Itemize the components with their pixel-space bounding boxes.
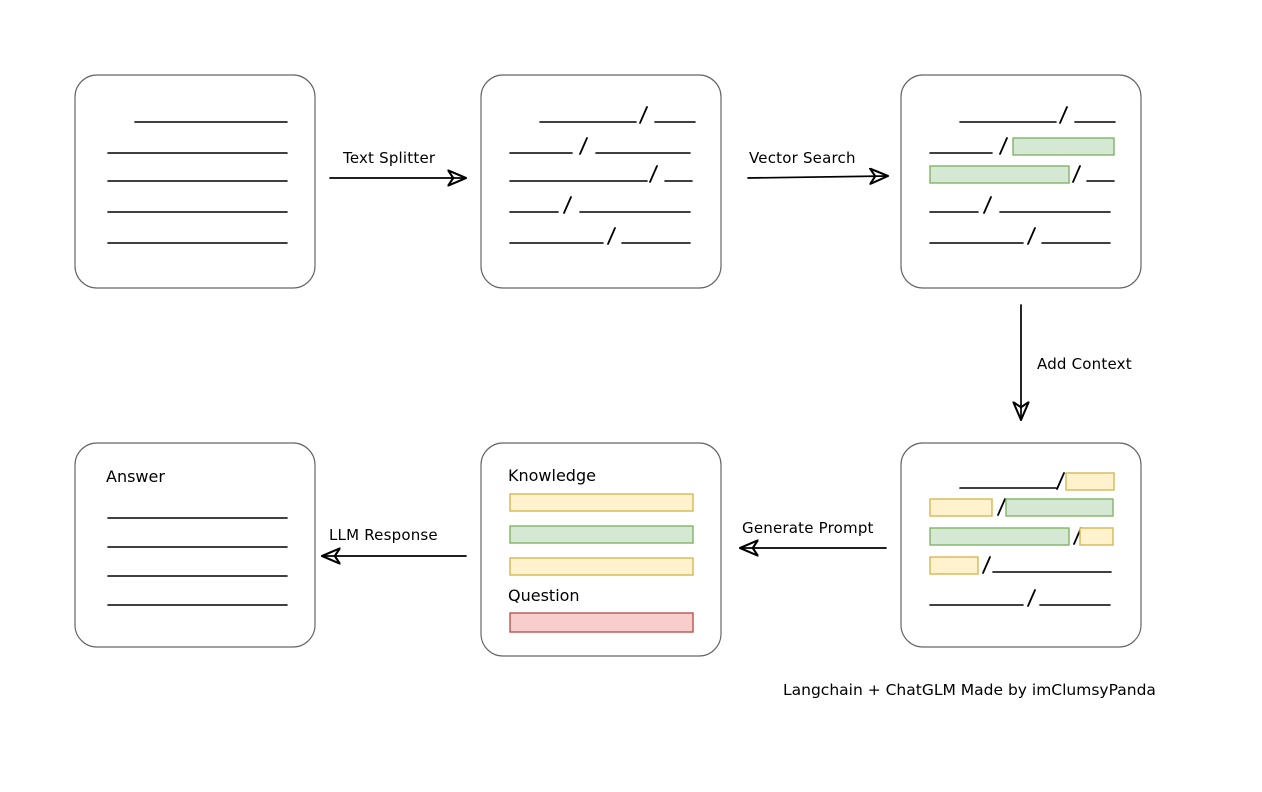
- highlight-block-yellow-context-enriched-document-row-1-seg-0: [929, 498, 993, 517]
- slash-separator-split-document-row-3-seg-1: [563, 196, 572, 214]
- slash-separator-vector-matched-document-row-2-seg-1: [1072, 165, 1081, 183]
- slash-separator-split-document-row-1-seg-1: [579, 137, 588, 155]
- slash-separator-context-enriched-document-row-4-seg-1: [1027, 589, 1036, 607]
- prompt-bar-green-1: [509, 525, 694, 544]
- highlight-block-yellow-context-enriched-document-row-3-seg-0: [929, 556, 979, 575]
- edge-line-vector-search: [747, 176, 888, 178]
- highlight-block-green-context-enriched-document-row-2-seg-0: [929, 527, 1070, 546]
- highlight-block-yellow-context-enriched-document-row-0-seg-2: [1065, 472, 1115, 491]
- credit-text: Langchain + ChatGLM Made by imClumsyPand…: [783, 681, 1156, 699]
- prompt-bar-yellow-2: [509, 557, 694, 576]
- slash-separator-split-document-row-0-seg-1: [639, 106, 648, 124]
- slash-separator-vector-matched-document-row-3-seg-1: [983, 196, 992, 214]
- slash-separator-context-enriched-document-row-1-seg-1: [997, 498, 1006, 516]
- prompt-bar-red-3: [509, 612, 694, 633]
- prompt-bar-yellow-0: [509, 493, 694, 512]
- highlight-block-yellow-context-enriched-document-row-2-seg-2: [1079, 527, 1114, 546]
- highlight-block-green-vector-matched-document-row-1-seg-2: [1012, 137, 1115, 156]
- highlight-block-green-context-enriched-document-row-1-seg-2: [1005, 498, 1114, 517]
- slash-separator-split-document-row-4-seg-1: [607, 227, 616, 245]
- highlight-block-green-vector-matched-document-row-2-seg-0: [929, 165, 1070, 184]
- slash-separator-vector-matched-document-row-0-seg-1: [1059, 106, 1068, 124]
- slash-separator-context-enriched-document-row-0-seg-1: [1056, 472, 1065, 490]
- slash-separator-vector-matched-document-row-1-seg-1: [999, 137, 1008, 155]
- slash-separator-context-enriched-document-row-3-seg-1: [982, 556, 991, 574]
- node-box-answer: [74, 442, 316, 648]
- slash-separator-split-document-row-2-seg-1: [649, 165, 658, 183]
- slash-separator-vector-matched-document-row-4-seg-1: [1027, 227, 1036, 245]
